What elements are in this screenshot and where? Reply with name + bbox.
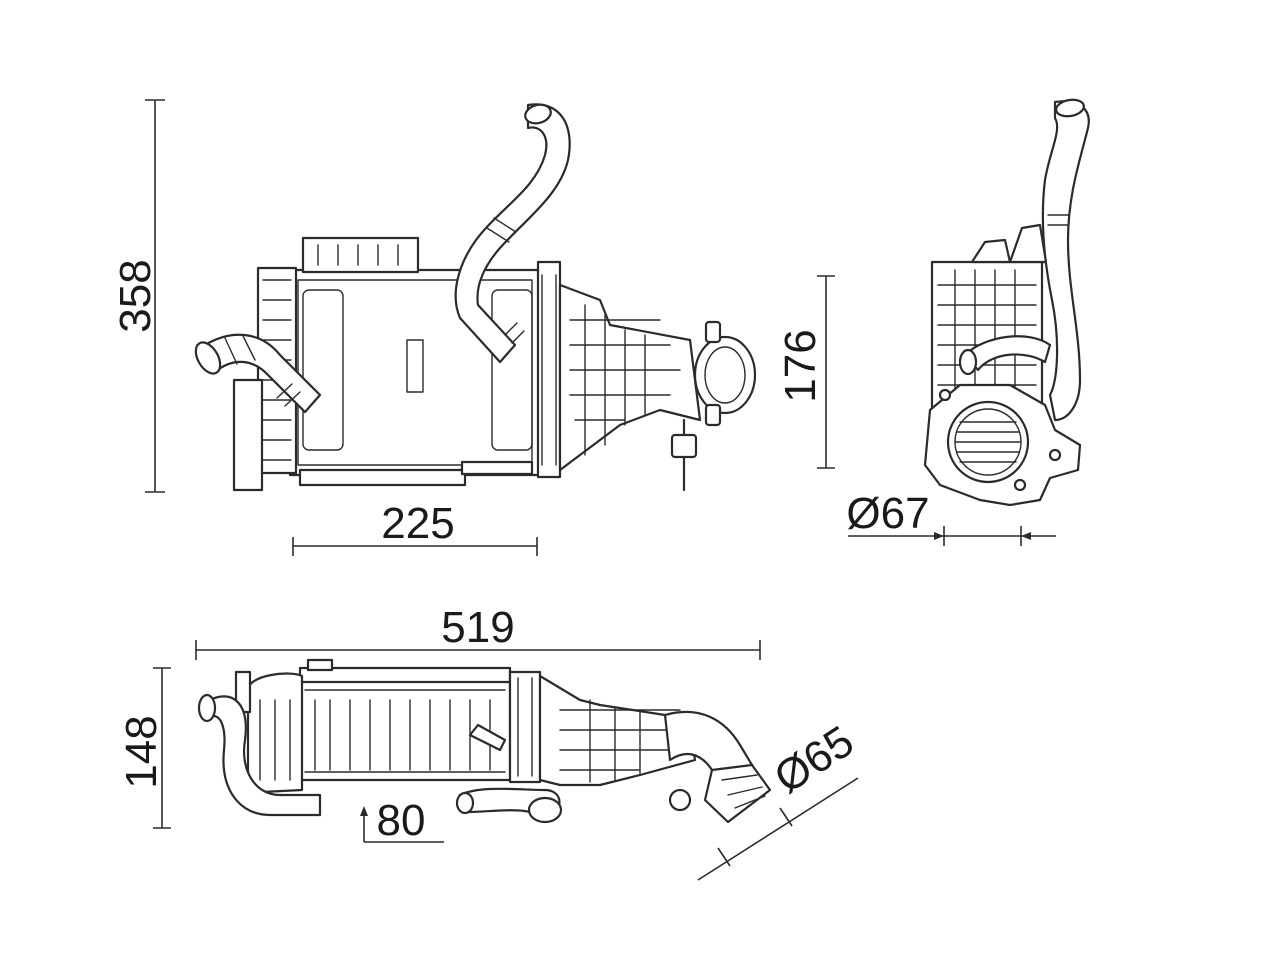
side-view: [923, 98, 1090, 507]
dim-label-148: 148: [117, 715, 166, 788]
dim-80: 80: [360, 796, 444, 845]
dim-225: 225: [292, 499, 538, 556]
top-view: [197, 658, 772, 824]
dim-519: 519: [195, 603, 761, 660]
dim-358: 358: [111, 99, 165, 493]
dim-label-diameter-65: Ø65: [766, 717, 862, 803]
dim-label-225: 225: [381, 499, 454, 548]
dim-diameter-67: Ø67: [846, 489, 1056, 546]
front-view: [194, 103, 757, 492]
dim-label-358: 358: [111, 259, 160, 332]
dim-label-diameter-67: Ø67: [846, 489, 929, 538]
dim-label-176: 176: [776, 329, 825, 402]
dim-label-80: 80: [377, 796, 426, 845]
dim-176: 176: [776, 275, 835, 469]
dim-label-519: 519: [441, 603, 514, 652]
dim-148: 148: [117, 667, 171, 829]
